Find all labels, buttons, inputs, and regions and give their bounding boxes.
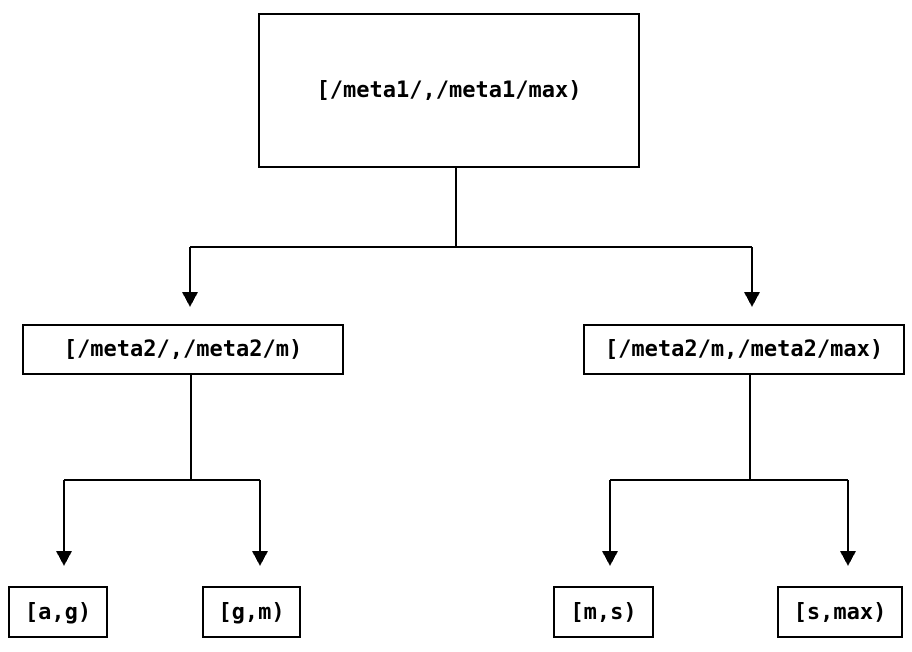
node-leaf-s-max: [s,max) [777,586,903,638]
arrow-down-icon [56,551,72,566]
node-leaf-a-g: [a,g) [8,586,108,638]
arrow-down-icon [252,551,268,566]
arrow-down-icon [840,551,856,566]
edge-root-to-children-line [189,168,753,292]
node-leaf-m-s: [m,s) [553,586,654,638]
edge-left-to-children-line [63,375,261,551]
arrowheads [56,292,856,566]
arrow-down-icon [744,292,760,307]
node-right-interval: [/meta2/m,/meta2/max) [583,324,905,375]
node-leaf-g-m: [g,m) [202,586,301,638]
node-left-interval: [/meta2/,/meta2/m) [22,324,344,375]
node-root-interval: [/meta1/,/meta1/max) [258,13,640,168]
edge-lines [63,168,849,551]
arrow-down-icon [602,551,618,566]
arrow-down-icon [182,292,198,307]
edge-right-to-children-line [609,375,849,551]
